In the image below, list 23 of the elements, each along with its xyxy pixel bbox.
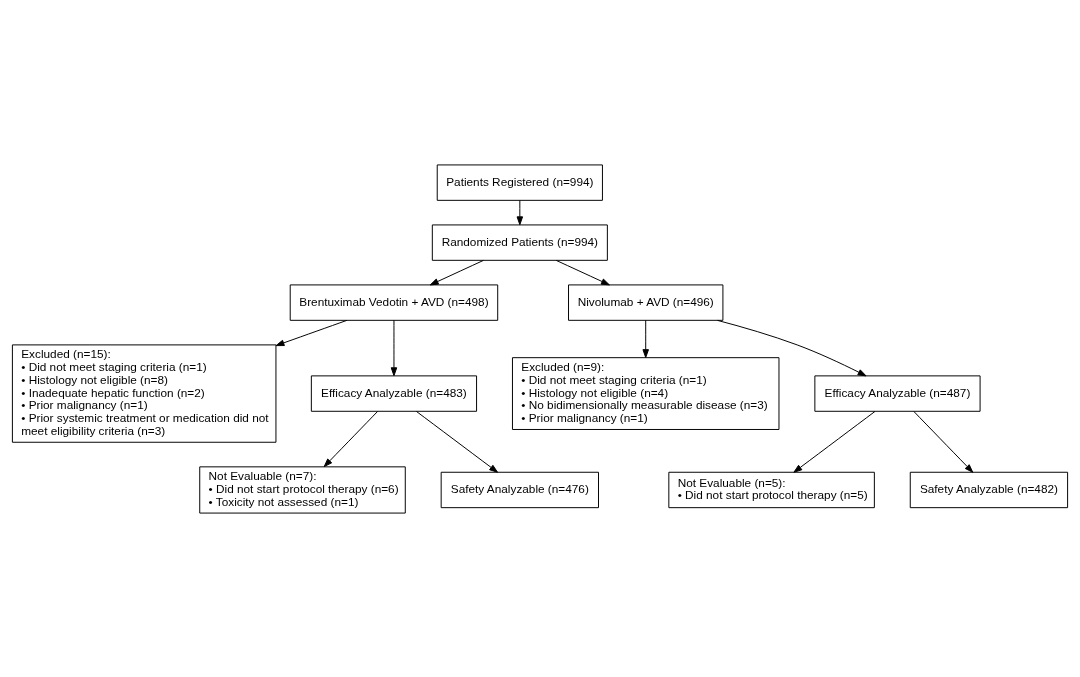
node-box: Brentuximab Vedotin + AVD (n=498) <box>289 283 499 321</box>
node-box: Safety Analyzable (n=476) <box>440 471 599 508</box>
node-box: Patients Registered (n=994) <box>436 163 603 201</box>
node-box: Excluded (n=15): • Did not meet staging criteria (n=1) • Histology not eligible (n=8) • Inadequate hepatic function (n=2) • Prior malignancy (n=1) • Prior systemic treatment or medication did not meet eligibility criteria (n=3) <box>11 343 277 443</box>
arrow <box>555 259 610 285</box>
arrow <box>913 410 974 473</box>
arrow <box>390 319 398 376</box>
node-box: Safety Analyzable (n=482) <box>909 471 1069 508</box>
arrow <box>793 410 876 473</box>
node-box: Not Evaluable (n=7): • Did not start protocol therapy (n=6) • Toxicity not assessed (n=1) <box>199 465 406 514</box>
node-box: Excluded (n=9): • Did not meet staging criteria (n=1) • Histology not eligible (n=4) • No bidimensionally measurable disease (n=3) • Prior malignancy (n=1) <box>511 356 780 430</box>
arrow <box>415 410 498 473</box>
arrow <box>323 410 379 467</box>
arrow <box>516 199 524 225</box>
arrow <box>642 319 649 358</box>
arrow <box>275 319 348 346</box>
node-box: Not Evaluable (n=5): • Did not start protocol therapy (n=5) <box>668 471 875 508</box>
node-box: Randomized Patients (n=994) <box>431 223 608 261</box>
node-box: Efficacy Analyzable (n=487) <box>814 374 981 412</box>
arrow <box>716 319 867 376</box>
node-box: Efficacy Analyzable (n=483) <box>310 374 478 412</box>
arrow <box>429 259 484 285</box>
node-box: Nivolumab + AVD (n=496) <box>568 283 724 321</box>
